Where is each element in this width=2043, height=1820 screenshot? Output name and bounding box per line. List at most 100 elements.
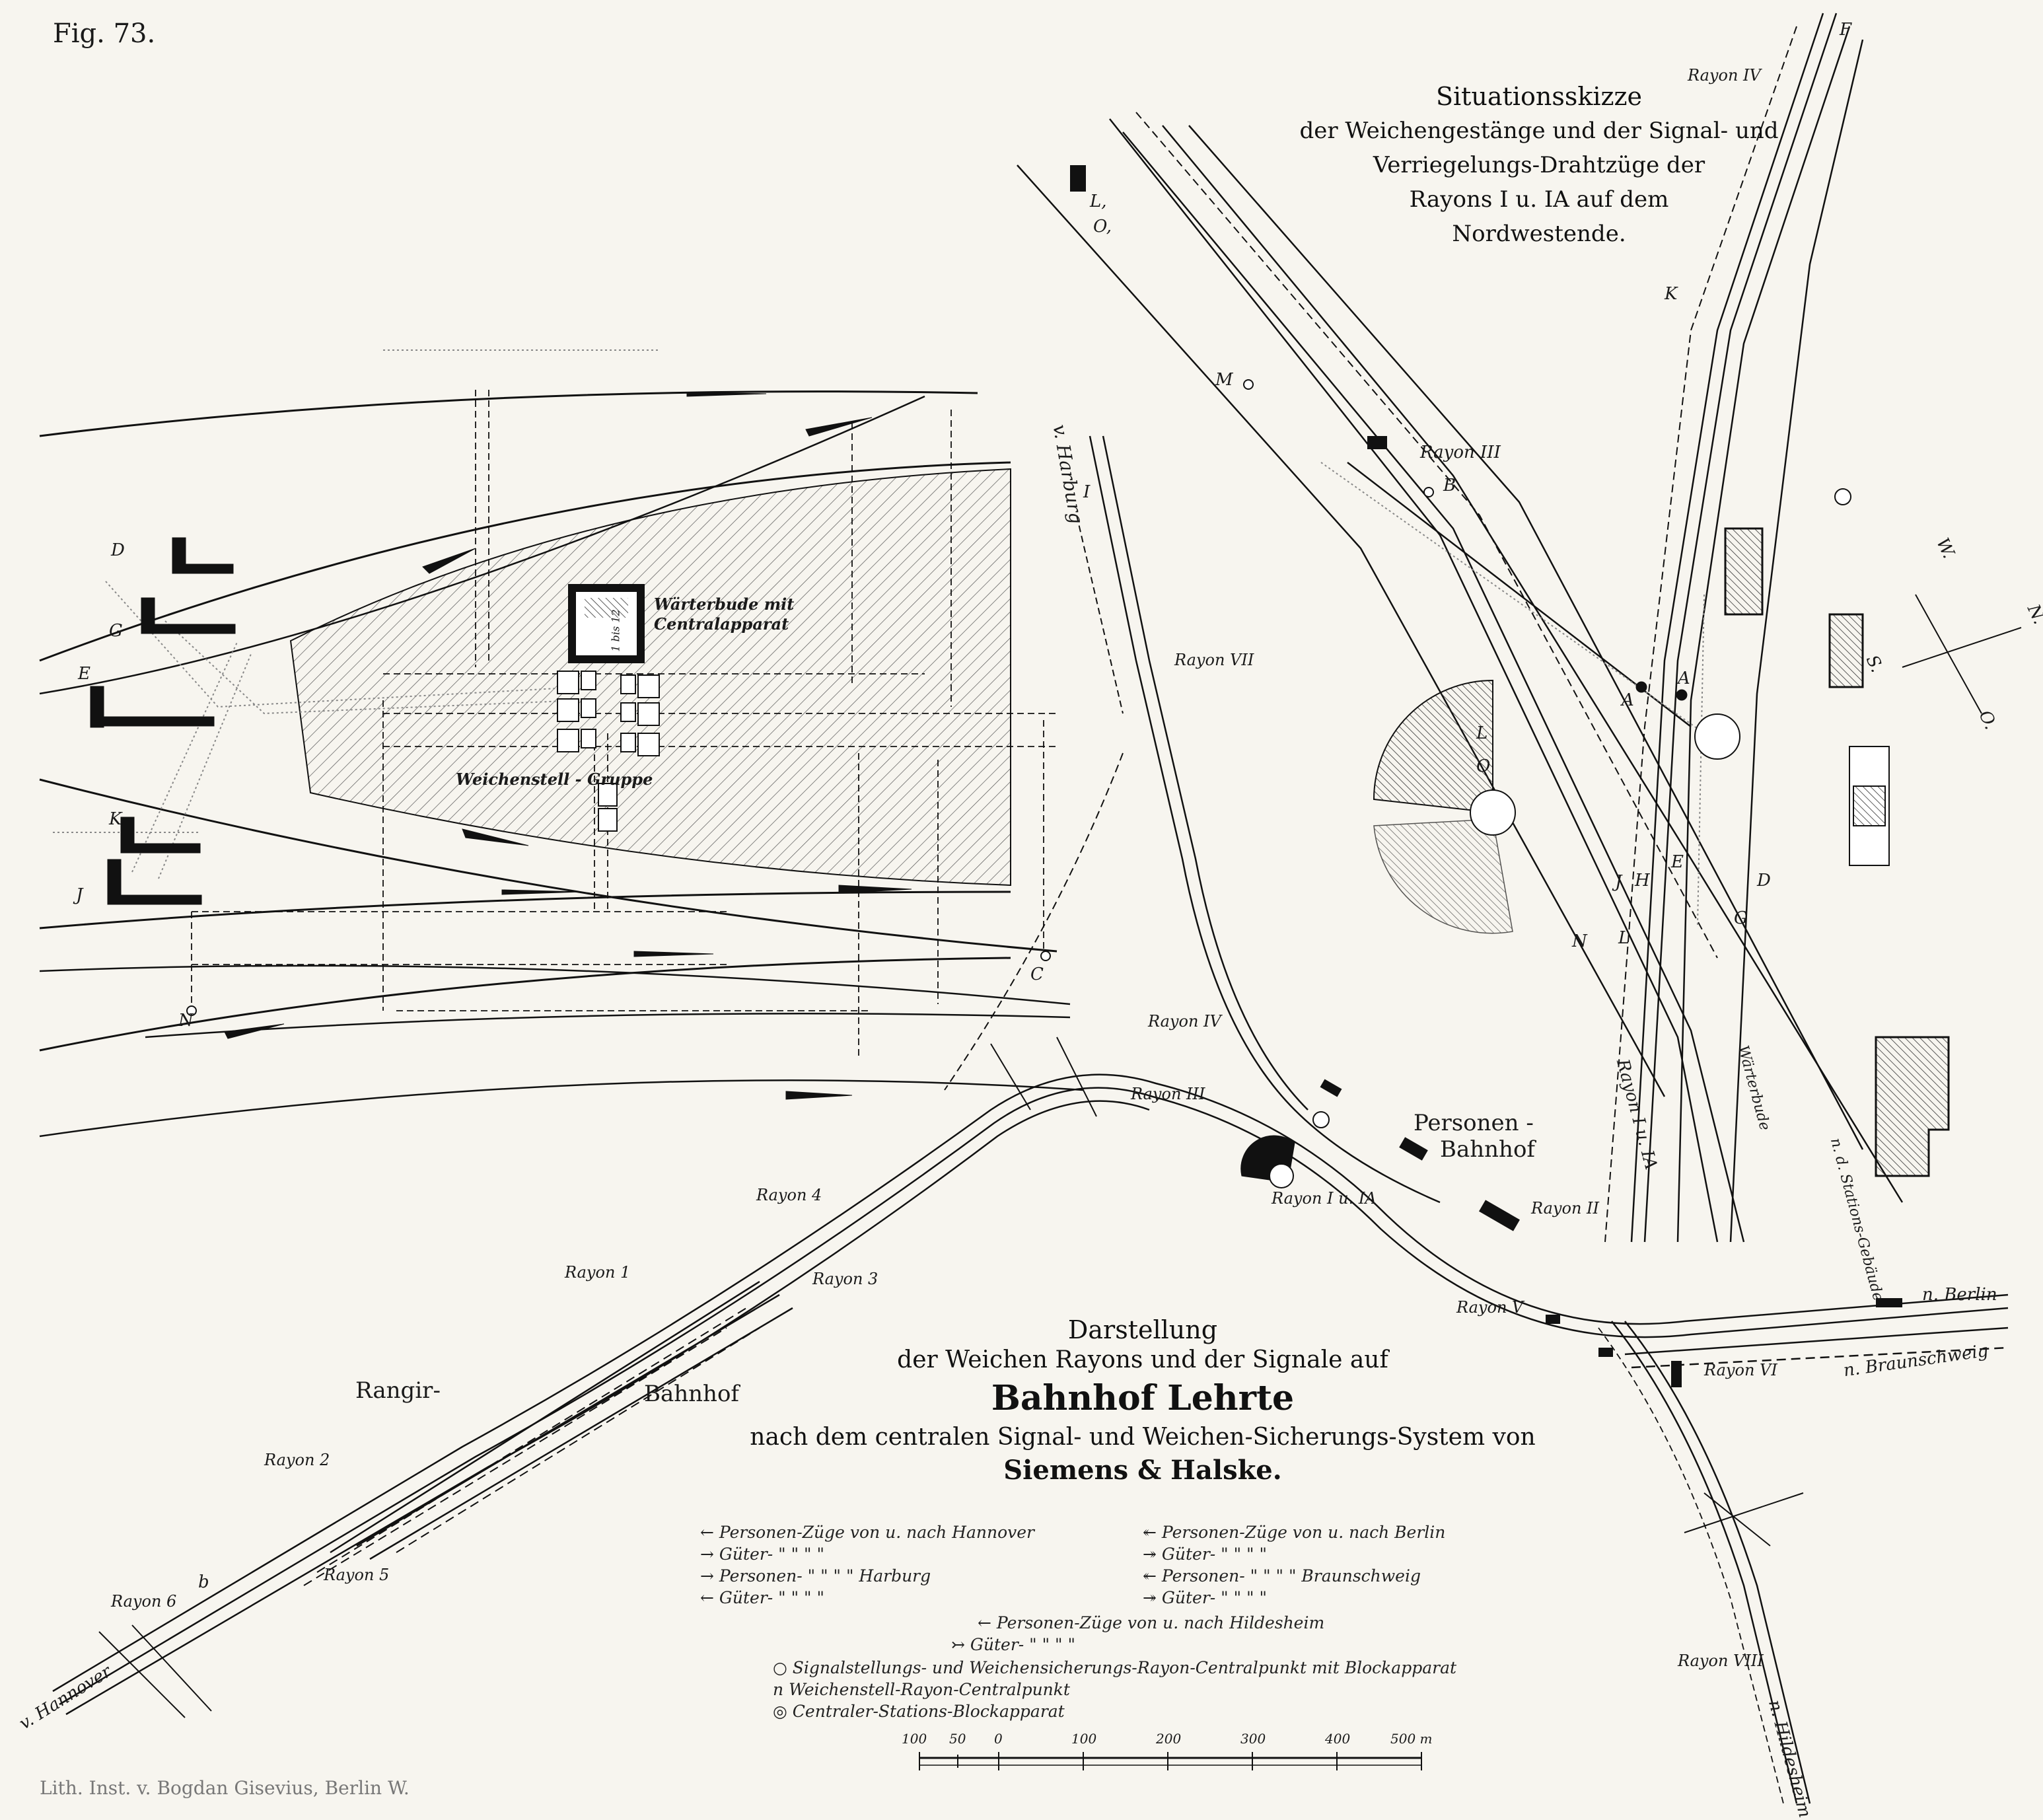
- legend-text: Weichenstell-Rayon-Centralpunkt: [789, 1680, 1070, 1699]
- legend-row: ↠ Güter- " " " ": [1143, 1588, 1267, 1607]
- signal-label-e: E: [78, 664, 90, 684]
- letter-e: E: [1671, 852, 1684, 872]
- rayon-iv-top: Rayon IV: [1688, 66, 1761, 85]
- legend-text: Güter- " " " ": [719, 1588, 825, 1607]
- rayon-vi: Rayon VI: [1704, 1361, 1777, 1379]
- main-subtitle-line: nach dem centralen Signal- und Weichen-S…: [750, 1424, 1536, 1451]
- main-title: Darstellung der Weichen Rayons und der S…: [680, 1315, 1605, 1488]
- rayon-viii: Rayon VIII: [1678, 1652, 1764, 1670]
- legend-text: Personen-Züge von u. nach Hannover: [719, 1523, 1034, 1542]
- imprint: Lith. Inst. v. Bogdan Gisevius, Berlin W…: [40, 1777, 410, 1799]
- legend-row: ← Personen-Züge von u. nach Hildesheim: [978, 1613, 1324, 1632]
- legend-text: Personen- " " " " Braunschweig: [1161, 1566, 1421, 1585]
- signal-label-j: J: [76, 885, 83, 905]
- scale-tick: 200: [1156, 1731, 1182, 1747]
- signal-label-k: K: [109, 809, 122, 829]
- letter-j: J: [1615, 872, 1622, 892]
- legend-text: Centraler-Stations-Blockapparat: [792, 1702, 1065, 1721]
- figure-number: Fig. 73.: [53, 18, 156, 49]
- rayon-iv: Rayon IV: [1148, 1012, 1221, 1031]
- legend-arrow: n: [773, 1680, 784, 1699]
- station-title: Bahnhof Lehrte: [991, 1378, 1295, 1418]
- personen-label-line: Personen -: [1414, 1110, 1534, 1136]
- legend-text: Güter- " " " ": [1161, 1545, 1268, 1564]
- legend-arrow: ↣: [951, 1635, 965, 1654]
- booth-label: Wärterbude mit Centralapparat: [654, 595, 794, 634]
- signal-label-d: D: [111, 540, 125, 560]
- inset-title-line: der Weichengestänge und der Signal- und: [1299, 118, 1779, 144]
- legend-text: Güter- " " " ": [1161, 1588, 1268, 1607]
- legend-row: n Weichenstell-Rayon-Centralpunkt: [773, 1680, 1070, 1699]
- legend-row: ↞ Personen-Züge von u. nach Berlin: [1143, 1523, 1445, 1542]
- rangir-label: Rangir-: [355, 1377, 441, 1404]
- signal-label-n: N: [178, 1011, 194, 1031]
- booth-label-line: Wärterbude mit: [654, 595, 795, 614]
- inset-title-line: Nordwestende.: [1452, 221, 1626, 247]
- personen-label: Personen - Bahnhof: [1414, 1110, 1535, 1163]
- inset-schematic: [39, 349, 1084, 1138]
- bahnhof-label: Bahnhof: [644, 1381, 740, 1407]
- letter-m: M: [1215, 370, 1233, 390]
- legend-row: ← Güter- " " " ": [700, 1588, 824, 1607]
- signal-label-g: G: [109, 621, 123, 641]
- legend-arrow: ←: [978, 1613, 991, 1632]
- legend-text: Personen-Züge von u. nach Hildesheim: [996, 1613, 1325, 1632]
- scale-tick: 100: [902, 1731, 927, 1747]
- legend-row: ○ Signalstellungs- und Weichensicherungs…: [773, 1658, 1456, 1677]
- legend-row: ↠ Güter- " " " ": [1143, 1545, 1267, 1564]
- rayon-2: Rayon 2: [264, 1451, 330, 1469]
- letter-n: N: [1572, 931, 1587, 951]
- letter-g: G: [1734, 908, 1748, 928]
- legend-arrow: →: [700, 1566, 714, 1585]
- letter-l-2: L: [1618, 928, 1630, 948]
- legend-row: ← Personen-Züge von u. nach Hannover: [700, 1523, 1034, 1542]
- letter-l: L: [1476, 723, 1488, 743]
- main-track-plan: [52, 13, 2022, 1804]
- rayon-iii-b: Rayon III: [1131, 1085, 1205, 1103]
- scale-tick: 300: [1240, 1731, 1266, 1747]
- inset-title-line: Rayons I u. IA auf dem: [1409, 186, 1669, 213]
- letter-o-prime: O,: [1093, 217, 1112, 237]
- letter-h: H: [1635, 871, 1650, 891]
- rayon-3: Rayon 3: [812, 1270, 878, 1288]
- legend-arrow: →: [700, 1545, 714, 1564]
- main-subtitle-line: Siemens & Halske.: [1003, 1455, 1282, 1486]
- main-title-line: der Weichen Rayons und der Signale auf: [897, 1346, 1388, 1373]
- main-title-line: Darstellung: [1067, 1315, 1218, 1344]
- scale-tick: 0: [994, 1731, 1003, 1747]
- legend-arrow: ↠: [1143, 1588, 1157, 1607]
- legend-arrow: ↠: [1143, 1545, 1157, 1564]
- scale-tick: 400: [1325, 1731, 1351, 1747]
- rayon-6: Rayon 6: [111, 1592, 177, 1611]
- legend-text: Personen-Züge von u. nach Berlin: [1161, 1523, 1446, 1542]
- booth-label-line: Centralapparat: [654, 614, 789, 634]
- legend-row: ↞ Personen- " " " " Braunschweig: [1143, 1566, 1421, 1585]
- legend-row: ↣ Güter- " " " ": [951, 1635, 1075, 1654]
- legend-text: Güter- " " " ": [719, 1545, 825, 1564]
- letter-o: O: [1476, 756, 1491, 776]
- legend-arrow: ↞: [1143, 1566, 1157, 1585]
- legend-arrow: ↞: [1143, 1523, 1157, 1542]
- scale-bar: [919, 1752, 1422, 1770]
- legend-text: Güter- " " " ": [970, 1635, 1076, 1654]
- inset-title-line: Verriegelungs-Drahtzüge der: [1373, 152, 1705, 178]
- inset-title: Situationsskizze der Weichengestänge und…: [1176, 79, 1902, 251]
- letter-l-prime: L,: [1090, 192, 1107, 211]
- inset-title-line: Situationsskizze: [1435, 82, 1643, 111]
- legend-arrow: ○: [773, 1658, 787, 1677]
- rayon-5: Rayon 5: [324, 1566, 390, 1584]
- letter-b: B: [1443, 476, 1456, 495]
- letter-a-2: A: [1678, 669, 1690, 688]
- legend-arrow: ←: [700, 1523, 714, 1542]
- scale-tick: 50: [949, 1731, 966, 1747]
- legend-arrow: ←: [700, 1588, 714, 1607]
- letter-f: F: [1840, 20, 1852, 40]
- legend-row: → Personen- " " " " Harburg: [700, 1566, 931, 1585]
- rayon-iii: Rayon III: [1420, 443, 1501, 462]
- letter-b-small: b: [198, 1572, 209, 1592]
- rayon-vii: Rayon VII: [1174, 651, 1254, 669]
- personen-label-line: Bahnhof: [1440, 1136, 1536, 1163]
- scale-tick: 500 m: [1390, 1731, 1433, 1747]
- legend-text: Signalstellungs- und Weichensicherungs-R…: [792, 1658, 1457, 1677]
